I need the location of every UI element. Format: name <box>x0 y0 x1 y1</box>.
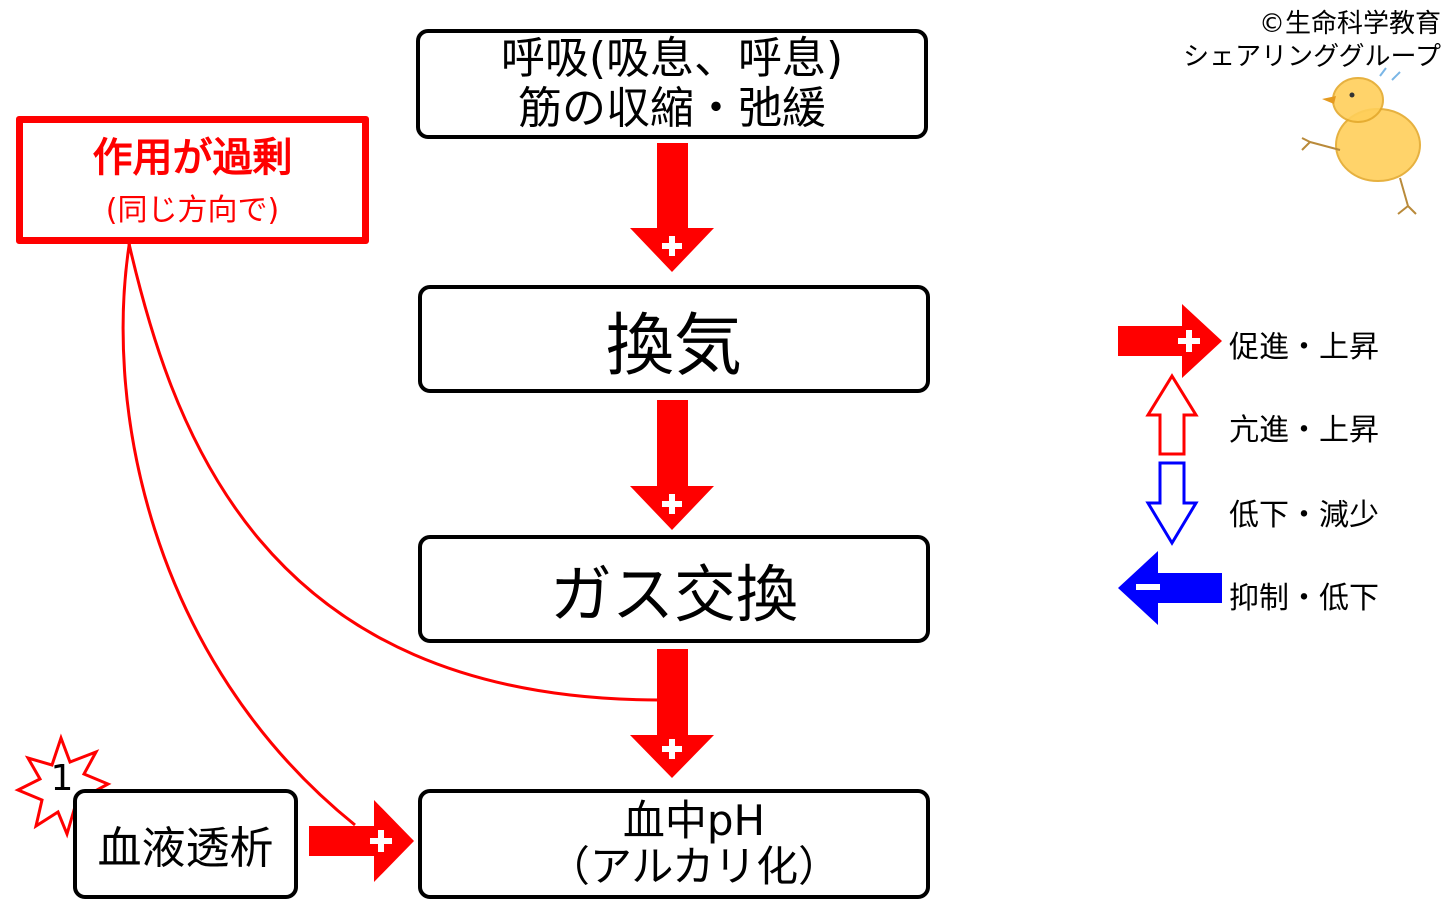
respiration-line1: 呼吸(吸息、呼息) <box>500 33 844 84</box>
legend-label-decrease: 低下・減少 <box>1229 498 1379 533</box>
blue-solid-arrow-left-minus-icon <box>1118 551 1222 625</box>
copyright-line2: シェアリンググループ <box>1183 42 1441 72</box>
legend-label-promote: 促進・上昇 <box>1229 330 1379 365</box>
gas-exchange-label: ガス交換 <box>549 558 798 631</box>
legend-label-hyper: 亢進・上昇 <box>1229 413 1379 448</box>
excess-connector-to-gas-exchange-arrow <box>123 225 661 702</box>
dialysis-label: 血液透析 <box>97 823 274 874</box>
copyright-line1: ©生命科学教育 <box>1258 9 1441 39</box>
legend-label-inhibit: 抑制・低下 <box>1229 581 1379 616</box>
arrow-gas-exchange-to-blood-ph <box>630 649 714 778</box>
respiration-line2: 筋の収縮・弛緩 <box>518 83 826 134</box>
blue-outline-arrow-down-icon <box>1145 461 1199 546</box>
box-ventilation: 換気 <box>418 285 930 393</box>
blood-ph-line1: 血中pH <box>622 796 766 845</box>
box-gas-exchange: ガス交換 <box>418 535 930 643</box>
excess-title: 作用が過剰 <box>92 135 293 181</box>
chick-illustration-icon <box>1301 67 1421 215</box>
arrow-respiration-to-ventilation <box>630 143 714 272</box>
excess-connector-to-dialysis-arrow <box>121 227 356 827</box>
red-solid-arrow-right-plus-icon <box>1118 304 1222 378</box>
box-excess-action: 作用が過剰 (同じ方向で) <box>16 116 369 244</box>
box-respiration: 呼吸(吸息、呼息) 筋の収縮・弛緩 <box>416 29 928 139</box>
arrow-dialysis-to-blood-ph <box>309 800 414 882</box>
red-outline-arrow-up-icon-legend <box>1145 373 1199 456</box>
box-dialysis: 血液透析 <box>73 789 298 899</box>
copyright-text: ©生命科学教育 シェアリンググループ <box>1183 8 1441 74</box>
arrow-ventilation-to-gas-exchange <box>630 400 714 530</box>
ventilation-label: 換気 <box>605 306 742 386</box>
box-blood-ph: 血中pH （アルカリ化） <box>418 789 930 899</box>
blood-ph-line2: （アルカリ化） <box>547 842 841 891</box>
badge-number: 1 <box>50 758 74 799</box>
excess-subtitle: (同じ方向で) <box>105 193 280 228</box>
